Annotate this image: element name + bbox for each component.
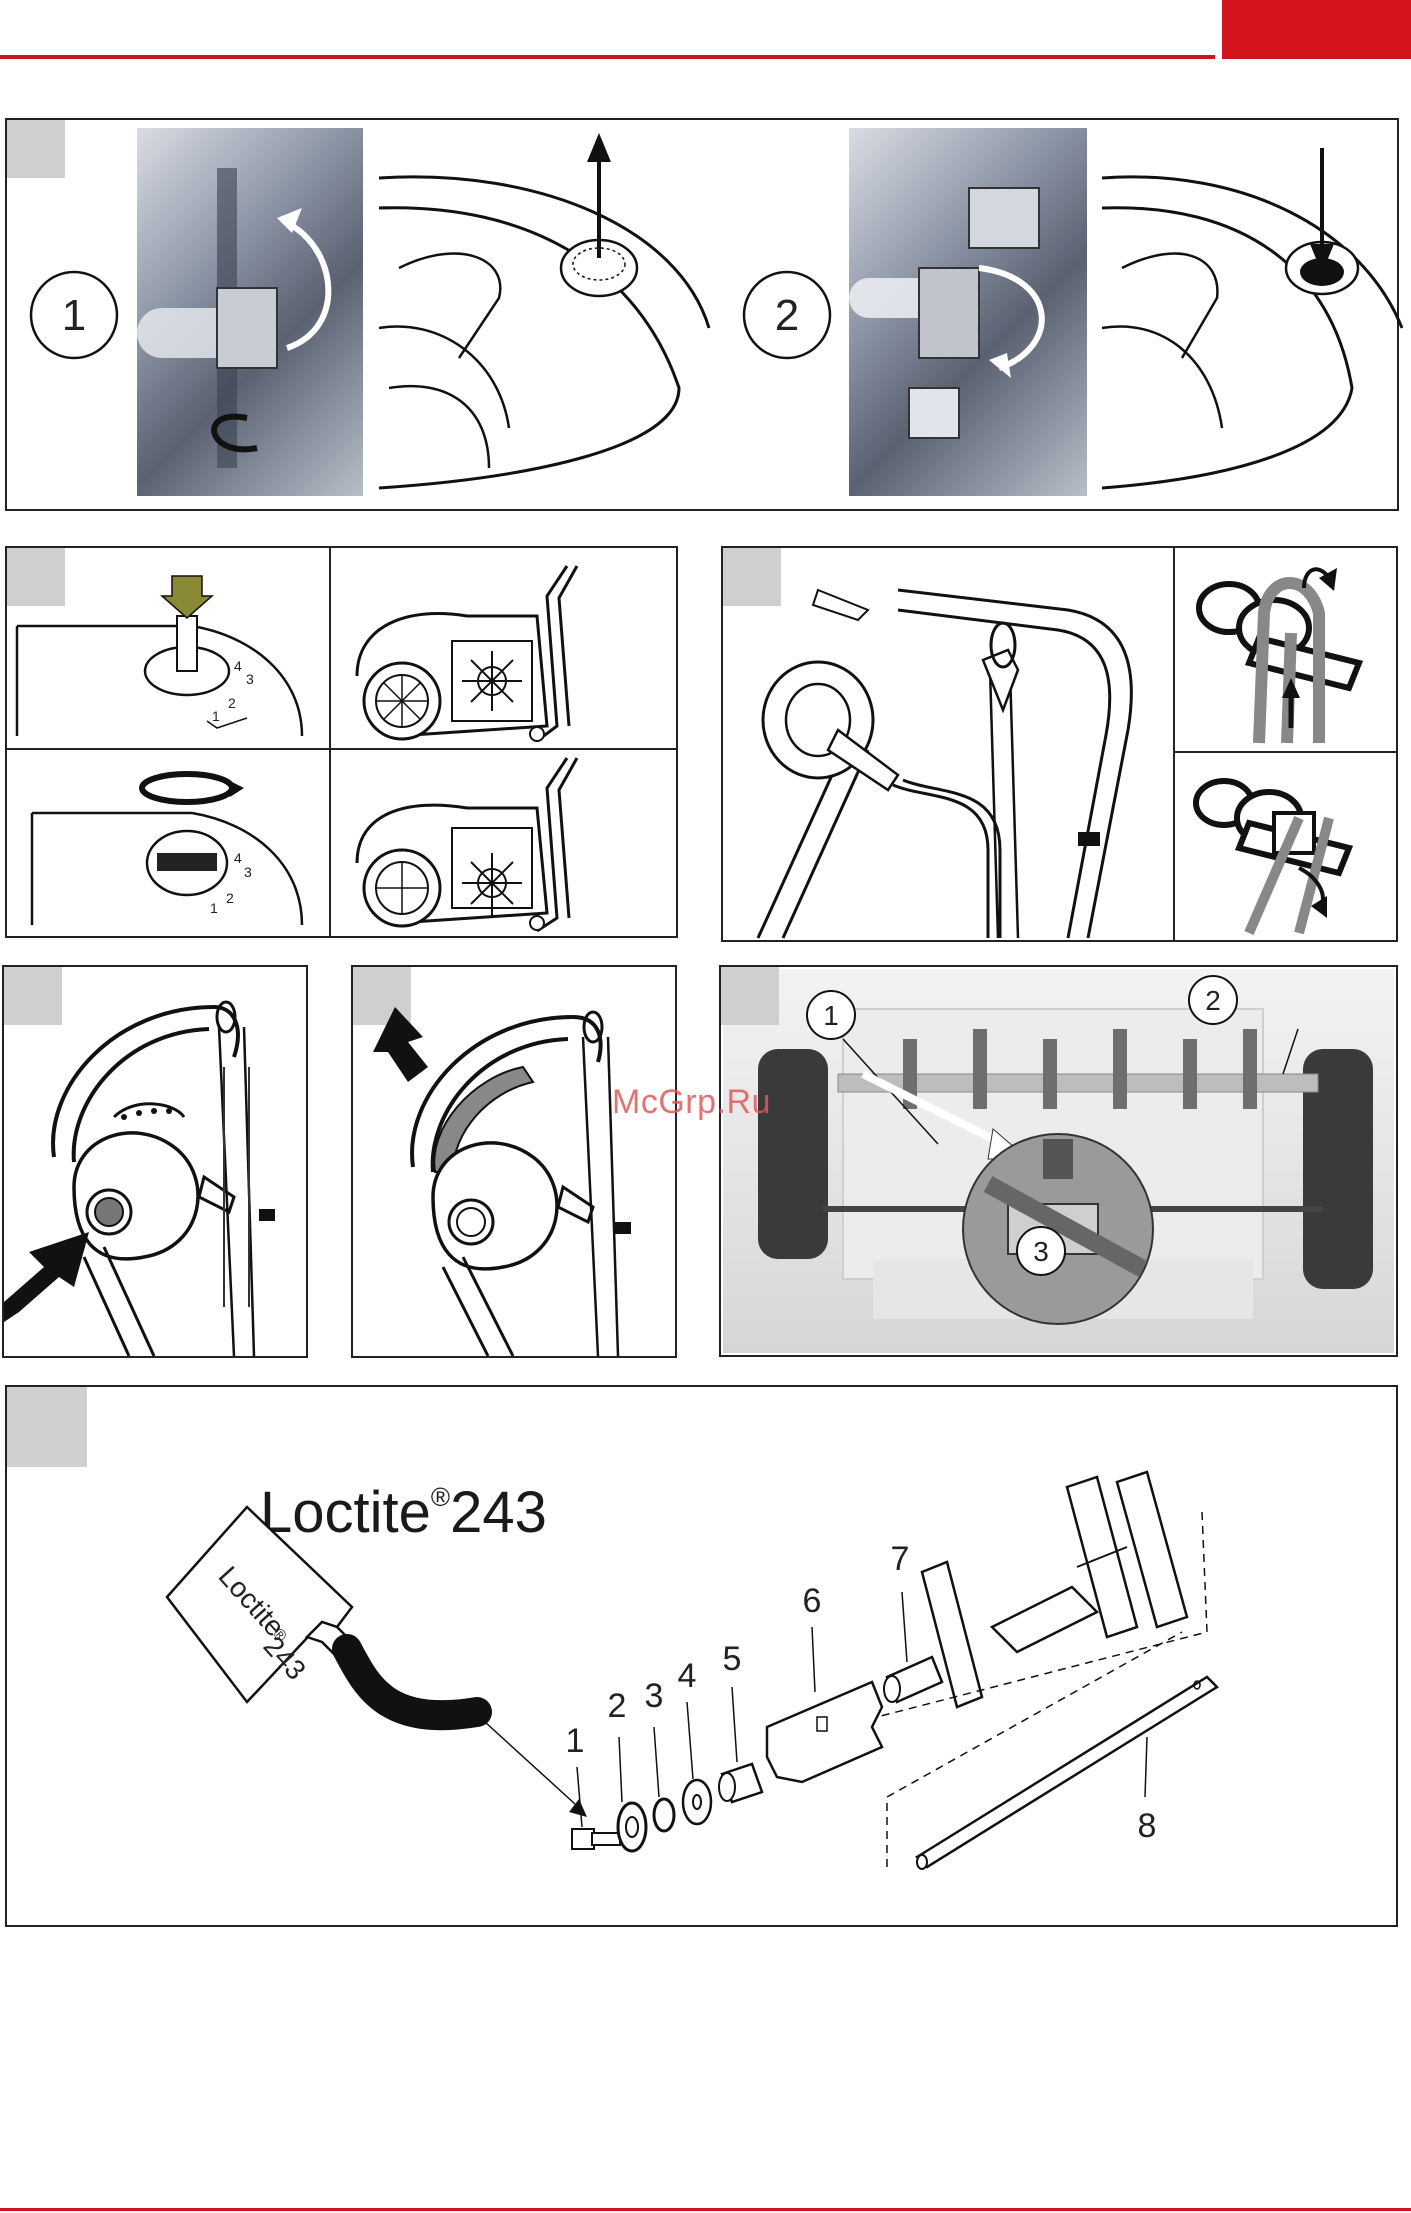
callout-1-label: 1 (823, 1000, 839, 1031)
part-label-7: 7 (891, 1540, 910, 1578)
scale-a-4: 4 (234, 658, 242, 674)
drawing-height-lever-down (1102, 128, 1402, 498)
part-tine-blade (767, 1627, 882, 1782)
photo-lever-lock (849, 128, 1087, 496)
part-label-5: 5 (723, 1640, 742, 1678)
strain-relief-hooked-illustration (1179, 758, 1394, 938)
panel-3-divider-h (1175, 751, 1396, 753)
part-label-2: 2 (608, 1687, 627, 1725)
step-1-label: 1 (62, 291, 86, 340)
panel-4-press-switch (2, 965, 308, 1358)
loctite-tube: Loctite ® 243 (167, 1507, 587, 1817)
header-rule (0, 55, 1215, 59)
scale-a-2: 2 (228, 695, 236, 711)
panel-2-divider-h (7, 748, 676, 750)
scale-b-4: 4 (234, 850, 242, 866)
drawing-height-lever-up (379, 128, 709, 498)
part-label-3: 3 (645, 1677, 664, 1715)
panel-2-divider-v (329, 548, 331, 936)
exploded-view-drawing: Loctite ® 243 (7, 1387, 1396, 1925)
panel-1-height-adjust-lever: 1 2 (5, 118, 1399, 511)
part-label-6: 6 (803, 1582, 822, 1620)
part-washer (683, 1702, 711, 1824)
part-label-4: 4 (678, 1657, 697, 1695)
callout-2-label: 2 (1205, 985, 1221, 1016)
switch-press-illustration (4, 967, 306, 1356)
machine-side-view-low (337, 753, 667, 938)
scale-a-3: 3 (246, 671, 254, 687)
part-label-1: 1 (566, 1722, 585, 1760)
machine-side-view-high (337, 556, 667, 746)
panel-6-underside-photo: 1 2 3 (719, 965, 1398, 1357)
depth-knob-rotate-illustration: 4 3 2 1 (12, 753, 312, 933)
step-2-circle: 2 (742, 270, 842, 370)
watermark-text: McGrp.Ru (612, 1083, 771, 1122)
part-label-8: 8 (1138, 1807, 1157, 1845)
scale-b-2: 2 (226, 890, 234, 906)
depth-knob-press-illustration: 4 3 2 1 (12, 556, 312, 746)
handle-with-cable-illustration (728, 550, 1168, 938)
photo-lever-release (137, 128, 363, 496)
callout-2: 2 (1185, 972, 1245, 1032)
scale-b-3: 3 (244, 864, 252, 880)
panel-3-cable-strain-relief (721, 546, 1398, 942)
callout-1: 1 (803, 987, 863, 1047)
part-bearing (618, 1737, 646, 1851)
part-ring (654, 1727, 674, 1831)
callout-3-label: 3 (1033, 1236, 1049, 1267)
footer-rule (0, 2208, 1411, 2211)
callout-3: 3 (1013, 1223, 1073, 1283)
lever-pull-illustration (353, 967, 675, 1356)
header-corner-tab (1222, 0, 1411, 59)
panel-2-working-depth: 4 3 2 1 4 3 2 1 (5, 546, 678, 938)
panel-5-pull-lever (351, 965, 677, 1358)
panel-7-rotor-exploded-view: Loctite®243 Loctite ® 243 (5, 1385, 1398, 1927)
step-1-circle: 1 (29, 270, 129, 370)
scale-a-1: 1 (212, 708, 220, 724)
part-spacer (719, 1687, 762, 1802)
panel-6-tag (721, 967, 779, 1025)
panel-1-tag (7, 120, 65, 178)
panel-3-divider-v (1173, 548, 1175, 940)
strain-relief-insert-illustration (1179, 553, 1394, 748)
scale-b-1: 1 (210, 900, 218, 916)
step-2-label: 2 (775, 291, 799, 340)
